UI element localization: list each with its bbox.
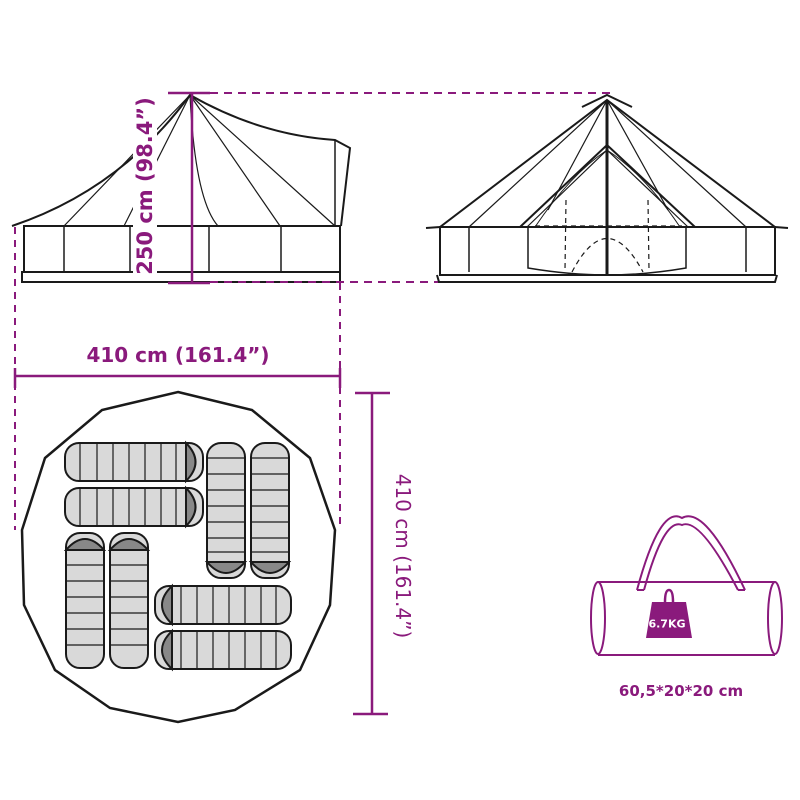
sleeping-bag bbox=[64, 485, 204, 529]
width-dimension bbox=[13, 227, 342, 530]
sleeping-bag bbox=[64, 440, 204, 484]
weight-label: 6.7KG bbox=[648, 617, 686, 631]
tent-side-view bbox=[11, 93, 352, 283]
depth-dimension bbox=[353, 391, 390, 716]
sleeping-bags bbox=[63, 440, 292, 672]
height-label: 250 cm (98.4”) bbox=[133, 95, 157, 277]
tent-front-view bbox=[425, 93, 789, 283]
width-label: 410 cm (161.4”) bbox=[86, 343, 270, 367]
sleeping-bag bbox=[107, 532, 151, 669]
floor-outline bbox=[20, 390, 337, 724]
sleeping-bag bbox=[154, 583, 292, 627]
carry-bag-icon bbox=[590, 515, 783, 656]
sleeping-bag bbox=[63, 532, 107, 669]
sleeping-bag bbox=[248, 442, 292, 579]
sleeping-bag bbox=[204, 442, 248, 579]
depth-label: 410 cm (161.4”) bbox=[391, 473, 415, 639]
bag-dimensions-label: 60,5*20*20 cm bbox=[618, 682, 744, 700]
height-dimension bbox=[168, 91, 612, 285]
weight-icon bbox=[646, 588, 692, 638]
sleeping-bag bbox=[154, 628, 292, 672]
